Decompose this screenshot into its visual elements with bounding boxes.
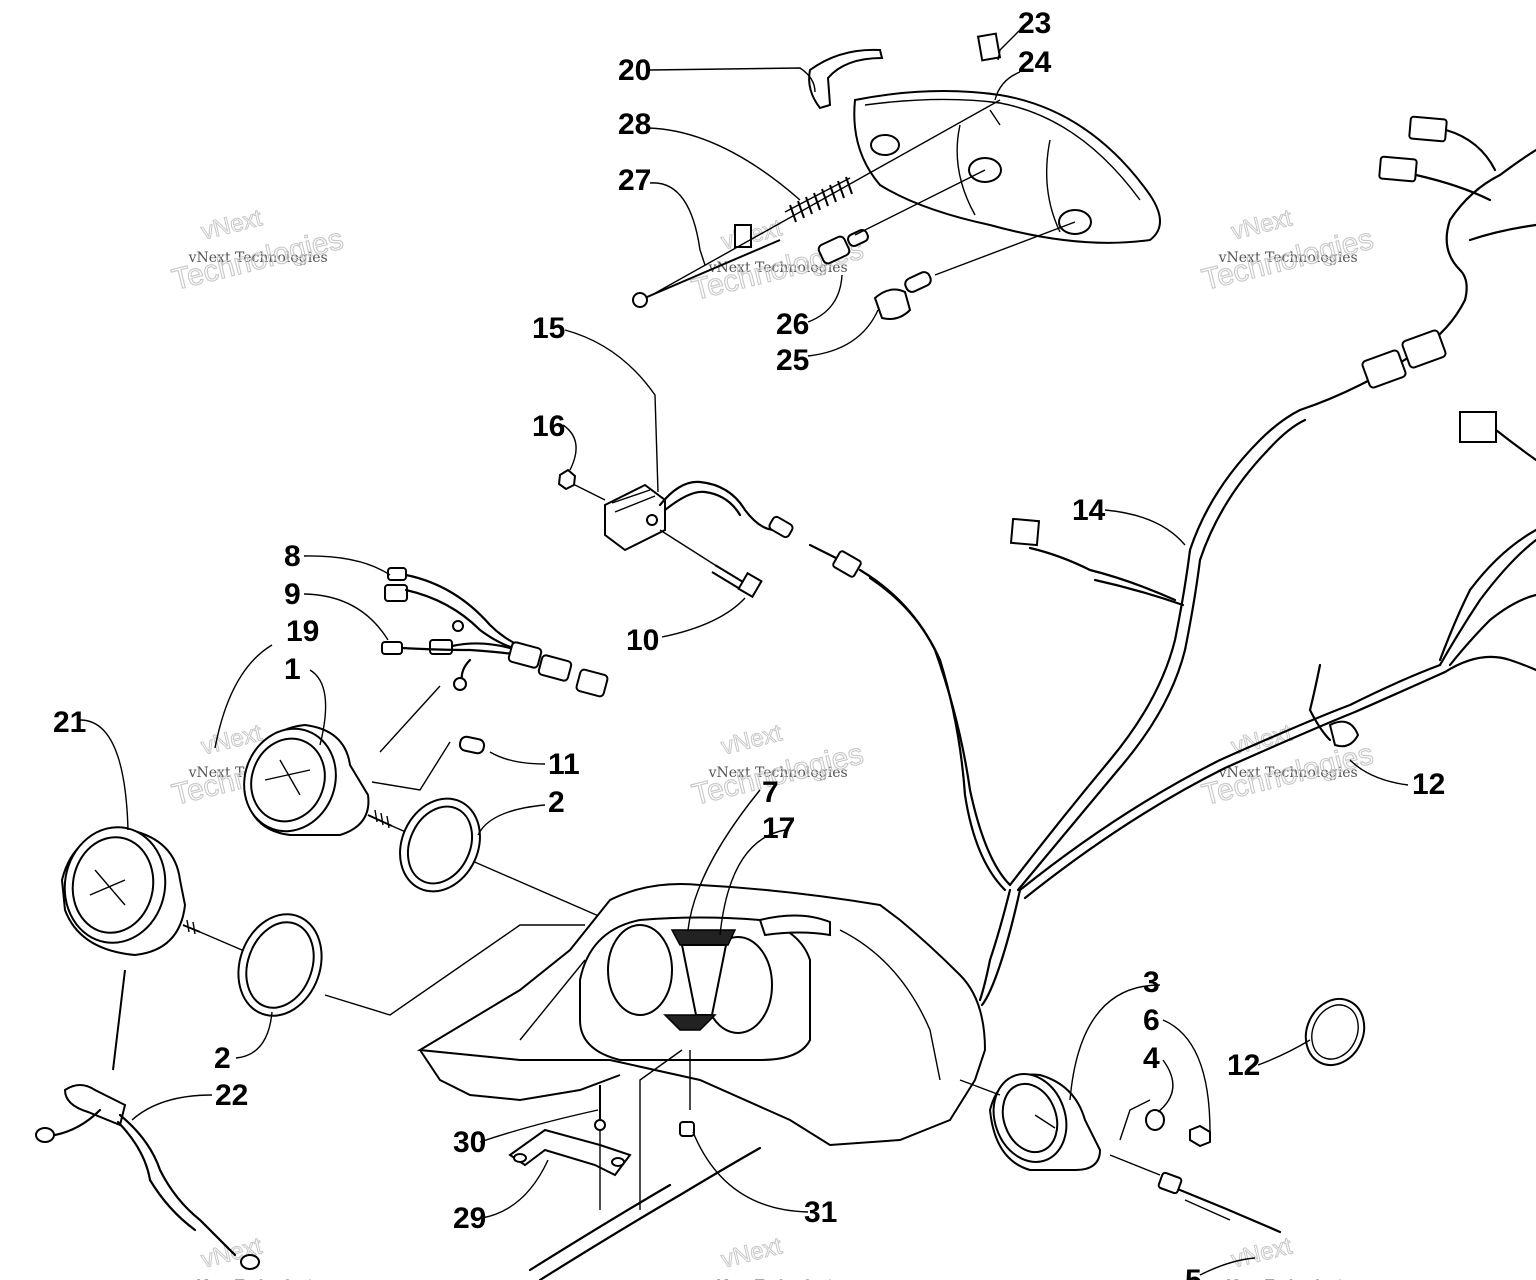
headlight-assembly bbox=[853, 90, 1161, 244]
callout-2: 2 bbox=[214, 1042, 231, 1075]
tachometer-gauge bbox=[243, 723, 393, 836]
washer bbox=[679, 1121, 695, 1137]
sensor-cable bbox=[1157, 1171, 1282, 1234]
callout-5: 5 bbox=[1185, 1264, 1202, 1280]
svg-text:vNext: vNext bbox=[719, 1232, 785, 1273]
washer bbox=[1145, 1109, 1165, 1131]
callout-21: 21 bbox=[53, 706, 86, 739]
svg-text:vNext Technologies: vNext Technologies bbox=[1218, 250, 1358, 266]
callout-15: 15 bbox=[532, 312, 565, 345]
callout-16: 16 bbox=[532, 410, 565, 443]
mounting-bracket bbox=[508, 1128, 632, 1177]
lower-harness bbox=[528, 1146, 762, 1280]
callout-10: 10 bbox=[626, 624, 659, 657]
callout-30: 30 bbox=[453, 1126, 486, 1159]
clip bbox=[976, 32, 1002, 62]
svg-text:vNext: vNext bbox=[1229, 1232, 1295, 1273]
callout-12: 12 bbox=[1227, 1049, 1260, 1082]
bezel-ring bbox=[399, 797, 481, 893]
svg-text:vNext Technologies: vNext Technologies bbox=[188, 250, 328, 266]
callout-9: 9 bbox=[284, 578, 301, 611]
callout-14: 14 bbox=[1072, 494, 1106, 527]
callout-29: 29 bbox=[453, 1202, 486, 1235]
warning-light-housing bbox=[663, 929, 737, 1031]
adjuster-screw bbox=[639, 239, 781, 301]
callout-12: 12 bbox=[1412, 768, 1445, 801]
svg-text:vNext: vNext bbox=[719, 719, 785, 760]
nut bbox=[1189, 1124, 1211, 1148]
svg-text:Technologies: Technologies bbox=[1199, 738, 1377, 812]
callout-2: 2 bbox=[548, 786, 565, 819]
trim-strip bbox=[808, 48, 884, 110]
watermark: vNext vNext Technologies bbox=[188, 1232, 328, 1280]
wiring-harness bbox=[808, 115, 1536, 1007]
speedometer-gauge bbox=[60, 826, 201, 957]
bulb-socket bbox=[817, 228, 869, 265]
watermark: vNext vNext Technologies Technologies bbox=[168, 204, 347, 298]
bolt bbox=[711, 564, 763, 599]
clamp-ring bbox=[1304, 997, 1366, 1067]
callout-24: 24 bbox=[1018, 46, 1052, 79]
svg-text:vNext Technologies: vNext Technologies bbox=[188, 1278, 328, 1280]
gauge-harness bbox=[381, 567, 609, 698]
callout-25: 25 bbox=[776, 344, 809, 377]
callout-17: 17 bbox=[762, 812, 795, 845]
screw-head bbox=[632, 292, 648, 308]
callout-20: 20 bbox=[618, 54, 651, 87]
callout-31: 31 bbox=[804, 1196, 837, 1229]
bezel-ring bbox=[237, 913, 323, 1017]
svg-text:vNext Technologies: vNext Technologies bbox=[1218, 1278, 1358, 1280]
svg-text:vNext Technologies: vNext Technologies bbox=[708, 765, 848, 781]
callout-4: 4 bbox=[1143, 1042, 1160, 1075]
callout-26: 26 bbox=[776, 308, 809, 341]
temperature-sensor bbox=[35, 1084, 260, 1270]
leader-lines bbox=[79, 29, 1409, 1276]
callout-22: 22 bbox=[215, 1079, 248, 1112]
svg-text:vNext: vNext bbox=[199, 204, 265, 245]
callout-1: 1 bbox=[284, 653, 301, 686]
nut bbox=[557, 468, 577, 491]
callout-6: 6 bbox=[1143, 1004, 1160, 1037]
watermark: vNext vNext Technologies Technologies bbox=[1198, 204, 1377, 298]
bulb bbox=[873, 271, 932, 320]
svg-text:Technologies: Technologies bbox=[1199, 223, 1377, 297]
svg-text:vNext: vNext bbox=[1229, 204, 1295, 245]
svg-text:vNext Technologies: vNext Technologies bbox=[708, 260, 848, 276]
svg-text:Technologies: Technologies bbox=[169, 223, 347, 297]
callout-23: 23 bbox=[1018, 7, 1051, 40]
voltage-regulator bbox=[604, 480, 794, 552]
indicator-bulb bbox=[458, 735, 486, 755]
callout-11: 11 bbox=[548, 748, 580, 781]
watermark: vNext vNext Technologies bbox=[1218, 1232, 1358, 1280]
callout-28: 28 bbox=[618, 108, 651, 141]
indicator-gauge bbox=[988, 1073, 1102, 1171]
svg-text:vNext Technologies: vNext Technologies bbox=[708, 1278, 848, 1280]
callout-3: 3 bbox=[1143, 966, 1160, 999]
callout-8: 8 bbox=[284, 540, 301, 573]
callout-19: 19 bbox=[286, 615, 319, 648]
svg-text:vNext Technologies: vNext Technologies bbox=[1218, 765, 1358, 781]
callout-27: 27 bbox=[618, 164, 651, 197]
leader-stick bbox=[112, 969, 126, 1071]
svg-text:vNext: vNext bbox=[1229, 719, 1295, 760]
callout-7: 7 bbox=[762, 776, 779, 809]
